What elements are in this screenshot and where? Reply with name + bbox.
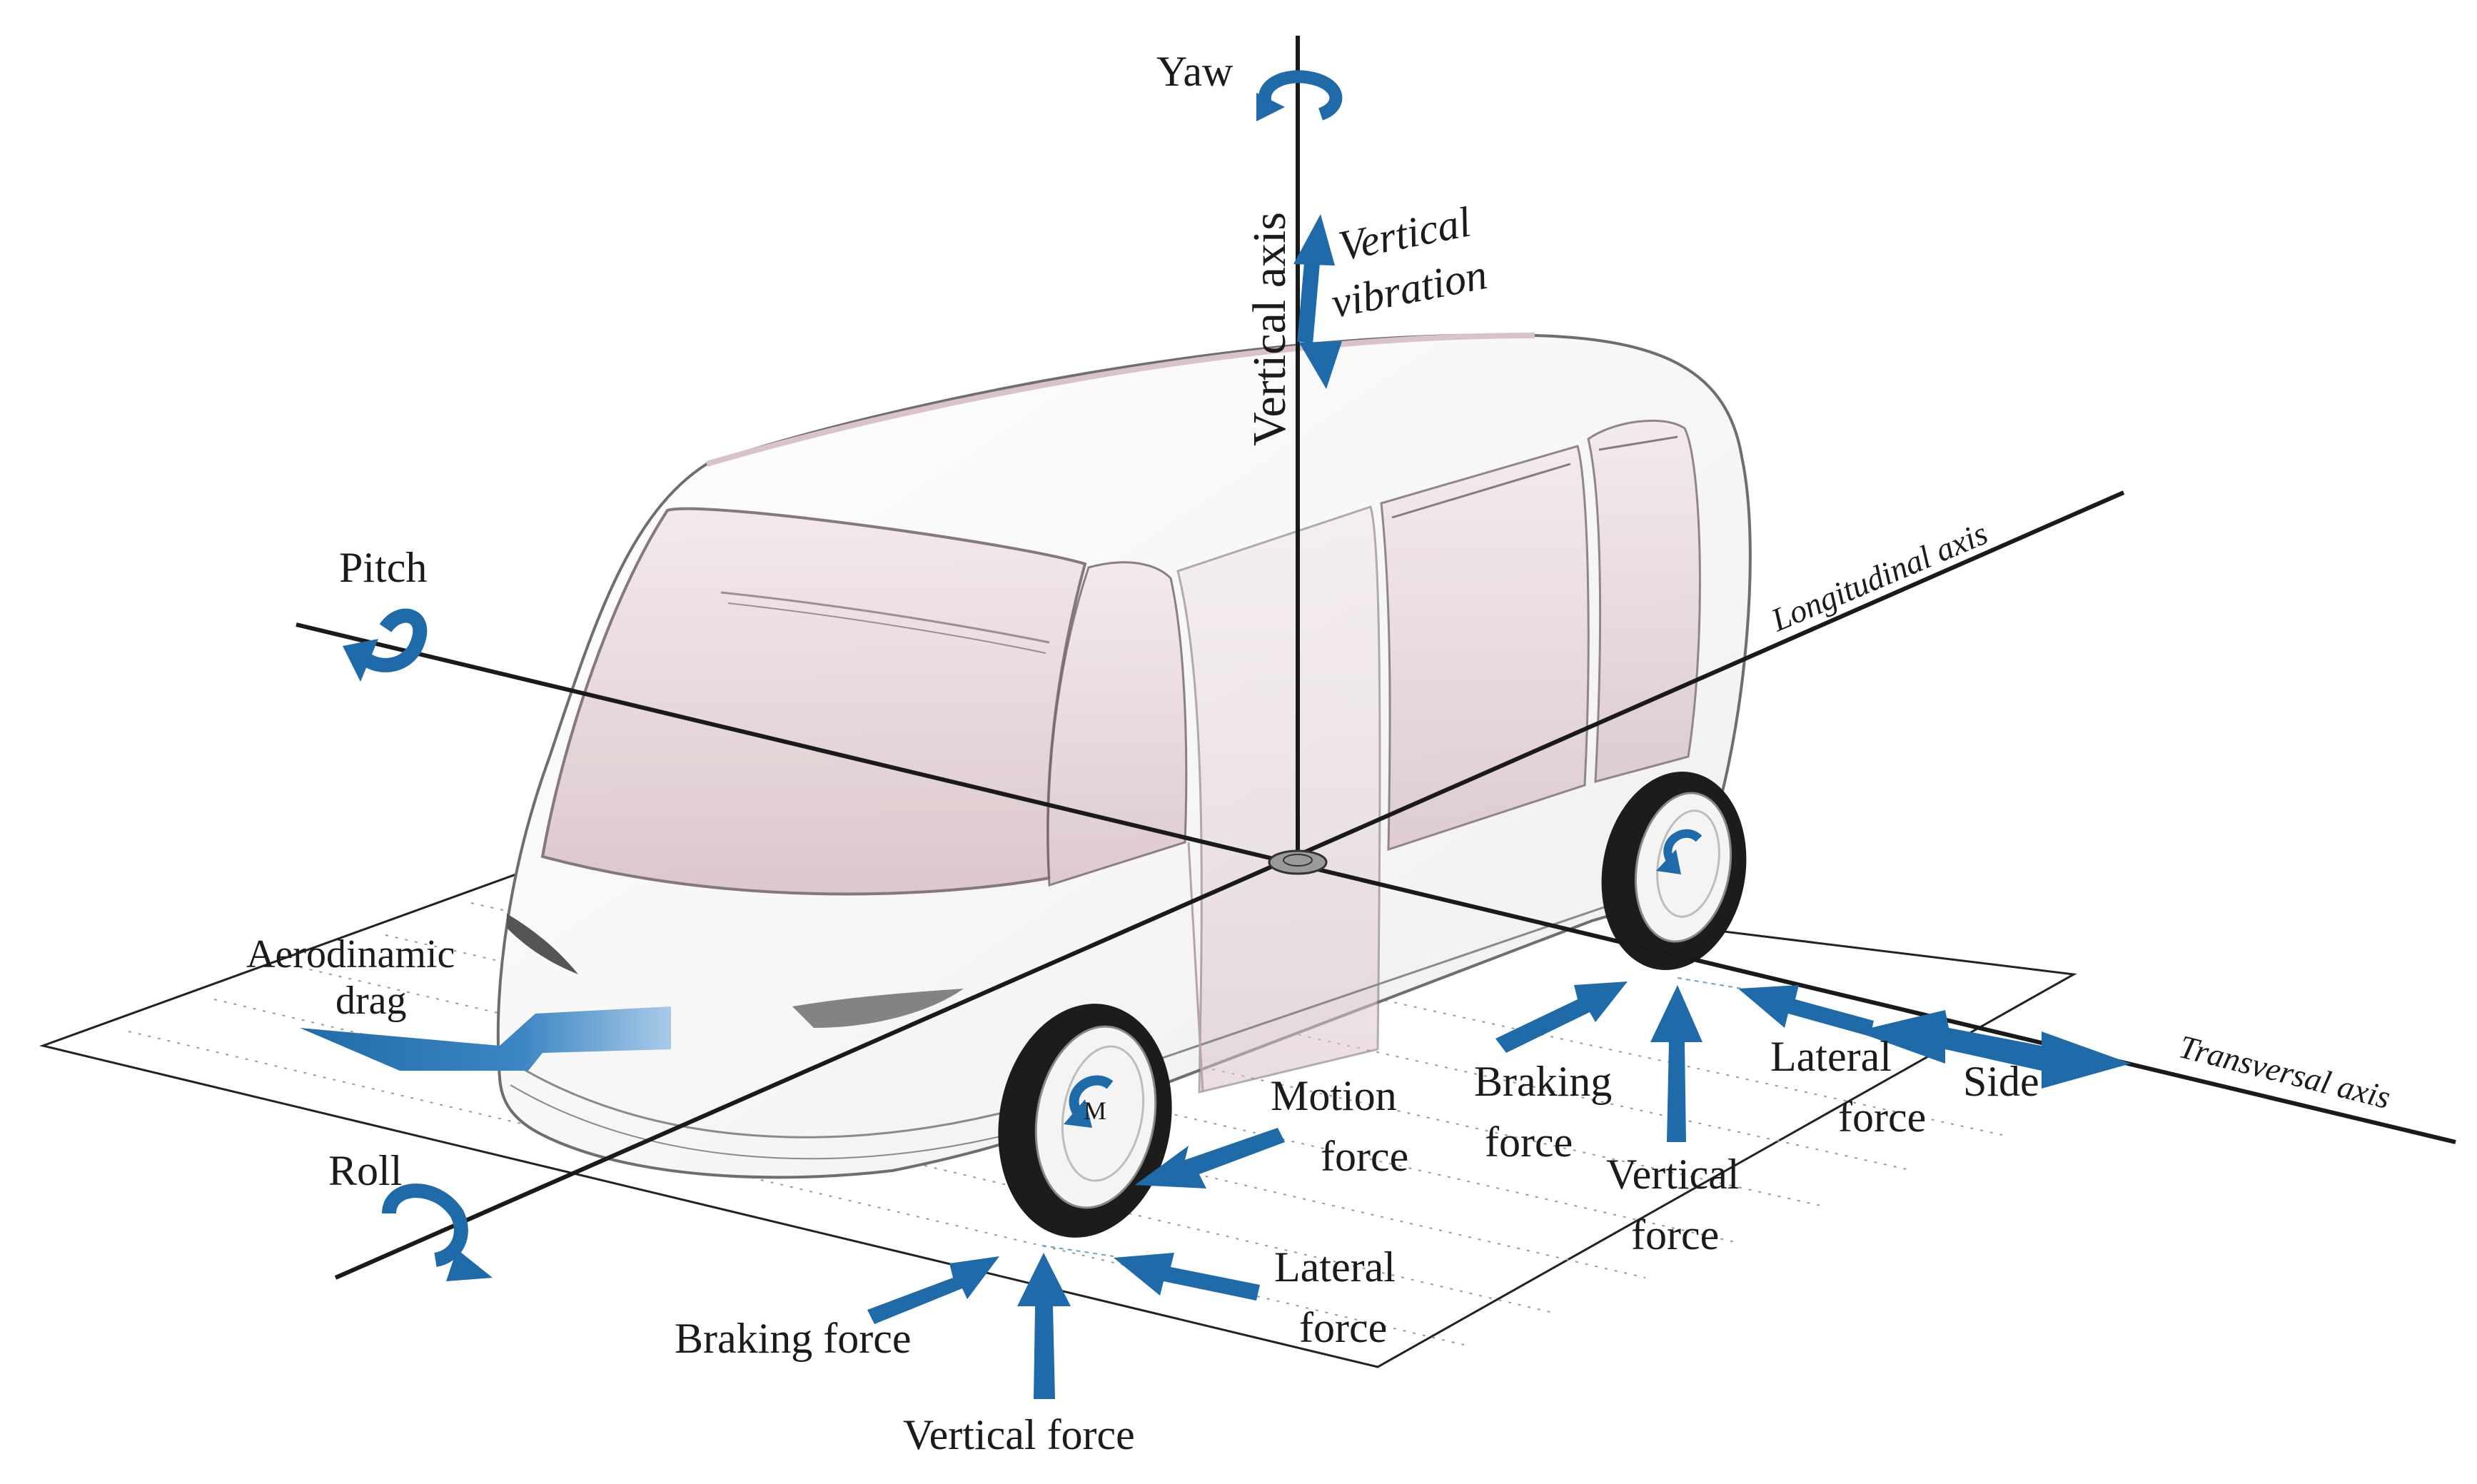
motion-force-arrow [1135, 1128, 1285, 1188]
front-vertical-label: Vertical force [903, 1411, 1135, 1458]
side-label: Side [1963, 1058, 2039, 1105]
vertical-axis-label: Vertical axis [1243, 212, 1296, 446]
front-braking-arrow [867, 1256, 999, 1324]
longitudinal-axis-label: Longitudinal axis [1765, 515, 1992, 639]
aero-drag-label-2: drag [336, 979, 407, 1023]
roll-arrow [382, 1183, 493, 1281]
aero-drag-label-1: Aerodinamic [246, 932, 455, 976]
vertical-vibration-arrow [1293, 214, 1342, 389]
front-lateral-label-1: Lateral [1274, 1243, 1396, 1291]
pitch-arrow [343, 608, 428, 682]
rear-braking-label-1: Braking [1474, 1058, 1612, 1105]
rear-braking-arrow [1495, 981, 1628, 1053]
contact-guides [1041, 977, 1742, 1257]
rear-braking-label-2: force [1485, 1119, 1573, 1166]
front-lateral-label-2: force [1299, 1304, 1387, 1351]
van-body [496, 333, 1752, 1179]
rear-wheel-rotation-arrow [1656, 829, 1702, 874]
roll-label: Roll [328, 1147, 402, 1194]
side-force-arrow [1856, 1010, 2131, 1089]
center-of-gravity [1268, 849, 1328, 875]
rear-lateral-label-2: force [1838, 1094, 1926, 1141]
rear-vertical-label-1: Vertical [1606, 1151, 1740, 1198]
aerodynamic-drag-arrow [300, 1006, 671, 1071]
motion-force-label-1: Motion [1271, 1072, 1397, 1119]
motion-force-label-2: force [1321, 1133, 1408, 1180]
rear-lateral-arrow [1738, 985, 1874, 1036]
pitch-label: Pitch [339, 544, 427, 591]
yaw-arrow [1256, 70, 1343, 121]
front-vertical-arrow [1017, 1253, 1071, 1399]
front-wheel-rotation-arrow [1064, 1075, 1114, 1128]
rear-lateral-label-1: Lateral [1770, 1033, 1892, 1080]
force-arrows [300, 214, 2131, 1399]
front-braking-label: Braking force [675, 1315, 912, 1362]
yaw-label: Yaw [1156, 48, 1234, 95]
rear-vertical-arrow [1650, 985, 1702, 1142]
motor-mark-label: M [1084, 1096, 1106, 1125]
front-lateral-arrow [1114, 1253, 1260, 1301]
rear-vertical-label-2: force [1631, 1211, 1719, 1258]
longitudinal-axis-line [334, 490, 2125, 1280]
